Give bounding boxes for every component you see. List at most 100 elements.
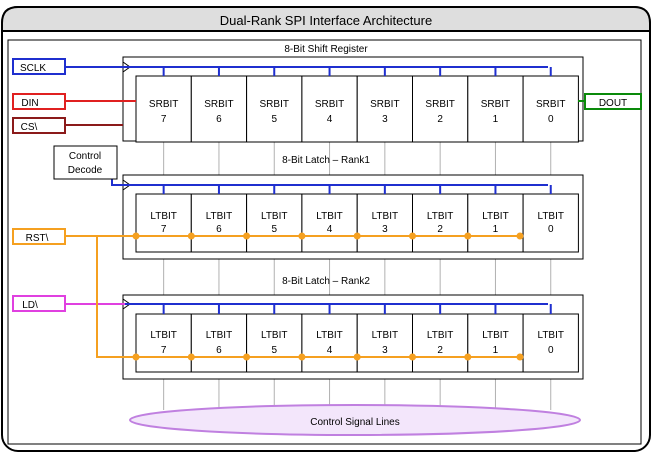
bit-cell: [412, 193, 469, 253]
diagram-title: Dual-Rank SPI Interface Architecture: [220, 13, 432, 28]
bit-cell-index: 1: [493, 224, 499, 235]
bit-cell: [467, 193, 524, 253]
bit-cell-index: 4: [327, 224, 333, 235]
title-bar: [1, 6, 651, 32]
sclk-label: SCLK: [20, 63, 46, 74]
bit-cell-label: LTBIT: [316, 330, 342, 341]
register-block-sr: 8-Bit Shift RegisterSRBIT7SRBIT6SRBIT5SR…: [122, 44, 584, 143]
bit-cell-index: 7: [161, 224, 167, 235]
bit-cell-index: 3: [382, 345, 388, 356]
bit-cell-label: SRBIT: [204, 99, 233, 110]
bit-cell: [356, 193, 414, 253]
bit-cell-label: LTBIT: [261, 330, 287, 341]
bit-cell-label: LTBIT: [427, 211, 453, 222]
bit-cell: [135, 193, 192, 253]
bit-cell-index: 7: [161, 114, 167, 125]
rst-junction-dot: [464, 232, 472, 240]
bit-cell-label: LTBIT: [372, 211, 398, 222]
rst-junction-dot: [353, 353, 361, 361]
bit-cell: [246, 75, 303, 143]
bit-cell-index: 3: [382, 224, 388, 235]
bit-cell-index: 1: [493, 114, 499, 125]
bit-cell: [467, 313, 524, 373]
control-signal-lines-ellipse: [129, 404, 581, 436]
control-decode-line1: Control: [69, 151, 101, 162]
bit-cell-label: LTBIT: [538, 211, 564, 222]
bit-cell-label: SRBIT: [536, 99, 565, 110]
control-signal-lines-label: Control Signal Lines: [310, 417, 400, 428]
signal-wires: [65, 66, 585, 361]
bit-cell: [301, 313, 358, 373]
rst-junction-dot: [409, 353, 416, 361]
cs-label: CS\: [21, 122, 38, 133]
bit-cell: [522, 313, 579, 373]
dout-label: DOUT: [599, 98, 627, 109]
sclk-signal-box: SCLK: [12, 58, 66, 75]
ld-box: [12, 295, 66, 312]
bit-cell-index: 0: [548, 224, 554, 235]
bit-cell-index: 6: [216, 345, 222, 356]
rst-label: RST\: [26, 233, 49, 244]
dout-signal-box: DOUT: [584, 93, 642, 110]
din-box: [12, 93, 66, 110]
register-title: 8-Bit Shift Register: [284, 44, 368, 55]
register-title: 8-Bit Latch – Rank1: [282, 155, 370, 166]
rst-junction-dot: [187, 353, 195, 361]
rst-junction-dot: [243, 353, 251, 361]
rst-junction-dot: [243, 232, 251, 240]
control-decode-line2: Decode: [68, 165, 103, 176]
bit-cell: [246, 313, 303, 373]
rst-junction-dot: [187, 232, 195, 240]
bit-cell-label: LTBIT: [261, 211, 287, 222]
dout-box: [584, 93, 642, 110]
bit-cell-label: LTBIT: [372, 330, 398, 341]
bit-cell-label: SRBIT: [315, 99, 344, 110]
bit-cell-index: 0: [548, 345, 554, 356]
rst-junction-dot: [298, 232, 306, 240]
bit-cell-index: 2: [437, 114, 443, 125]
bit-cell-index: 6: [216, 224, 222, 235]
rst-junction-dot: [132, 232, 140, 240]
rst-signal-box: RST\: [12, 228, 66, 245]
bit-cell: [301, 75, 358, 143]
din-signal-box: DIN: [12, 93, 66, 110]
bit-cell: [412, 75, 469, 143]
sclk-box: [12, 58, 66, 75]
control-decode-box: [53, 145, 118, 180]
rst-bus-rank2: [96, 236, 520, 358]
bit-cell-index: 0: [548, 114, 554, 125]
bit-cell: [190, 313, 248, 373]
bit-cell: [412, 313, 469, 373]
bit-cell: [301, 193, 358, 253]
rst-junction-dot: [298, 353, 306, 361]
bit-cell-index: 2: [437, 345, 443, 356]
rst-box: [12, 228, 66, 245]
bit-cell-label: SRBIT: [370, 99, 399, 110]
bit-cell-label: LTBIT: [150, 330, 176, 341]
bit-cell: [467, 75, 524, 143]
rst-junction-dot: [409, 232, 416, 240]
din-label: DIN: [21, 98, 38, 109]
rst-junction-dot: [353, 232, 361, 240]
bit-cell-label: LTBIT: [482, 211, 508, 222]
bit-cell-label: LTBIT: [427, 330, 453, 341]
cs-signal-box: CS\: [12, 117, 66, 134]
bit-cell-index: 6: [216, 114, 222, 125]
bit-cell-label: LTBIT: [316, 211, 342, 222]
bit-cell: [135, 313, 192, 373]
bit-cell-label: LTBIT: [206, 211, 232, 222]
register-block-l2: 8-Bit Latch – Rank2LTBIT7LTBIT6LTBIT5LTB…: [122, 276, 584, 380]
ld-signal-box: LD\: [12, 295, 66, 312]
bit-cell-index: 7: [161, 345, 167, 356]
bit-cell-label: LTBIT: [538, 330, 564, 341]
bit-cell-label: SRBIT: [425, 99, 454, 110]
bit-cell: [356, 313, 414, 373]
rst-junction-dot: [464, 353, 472, 361]
bit-cell-index: 4: [327, 114, 333, 125]
bit-cell-index: 5: [271, 345, 277, 356]
bit-cell-index: 1: [493, 345, 499, 356]
bit-cell-label: SRBIT: [260, 99, 289, 110]
